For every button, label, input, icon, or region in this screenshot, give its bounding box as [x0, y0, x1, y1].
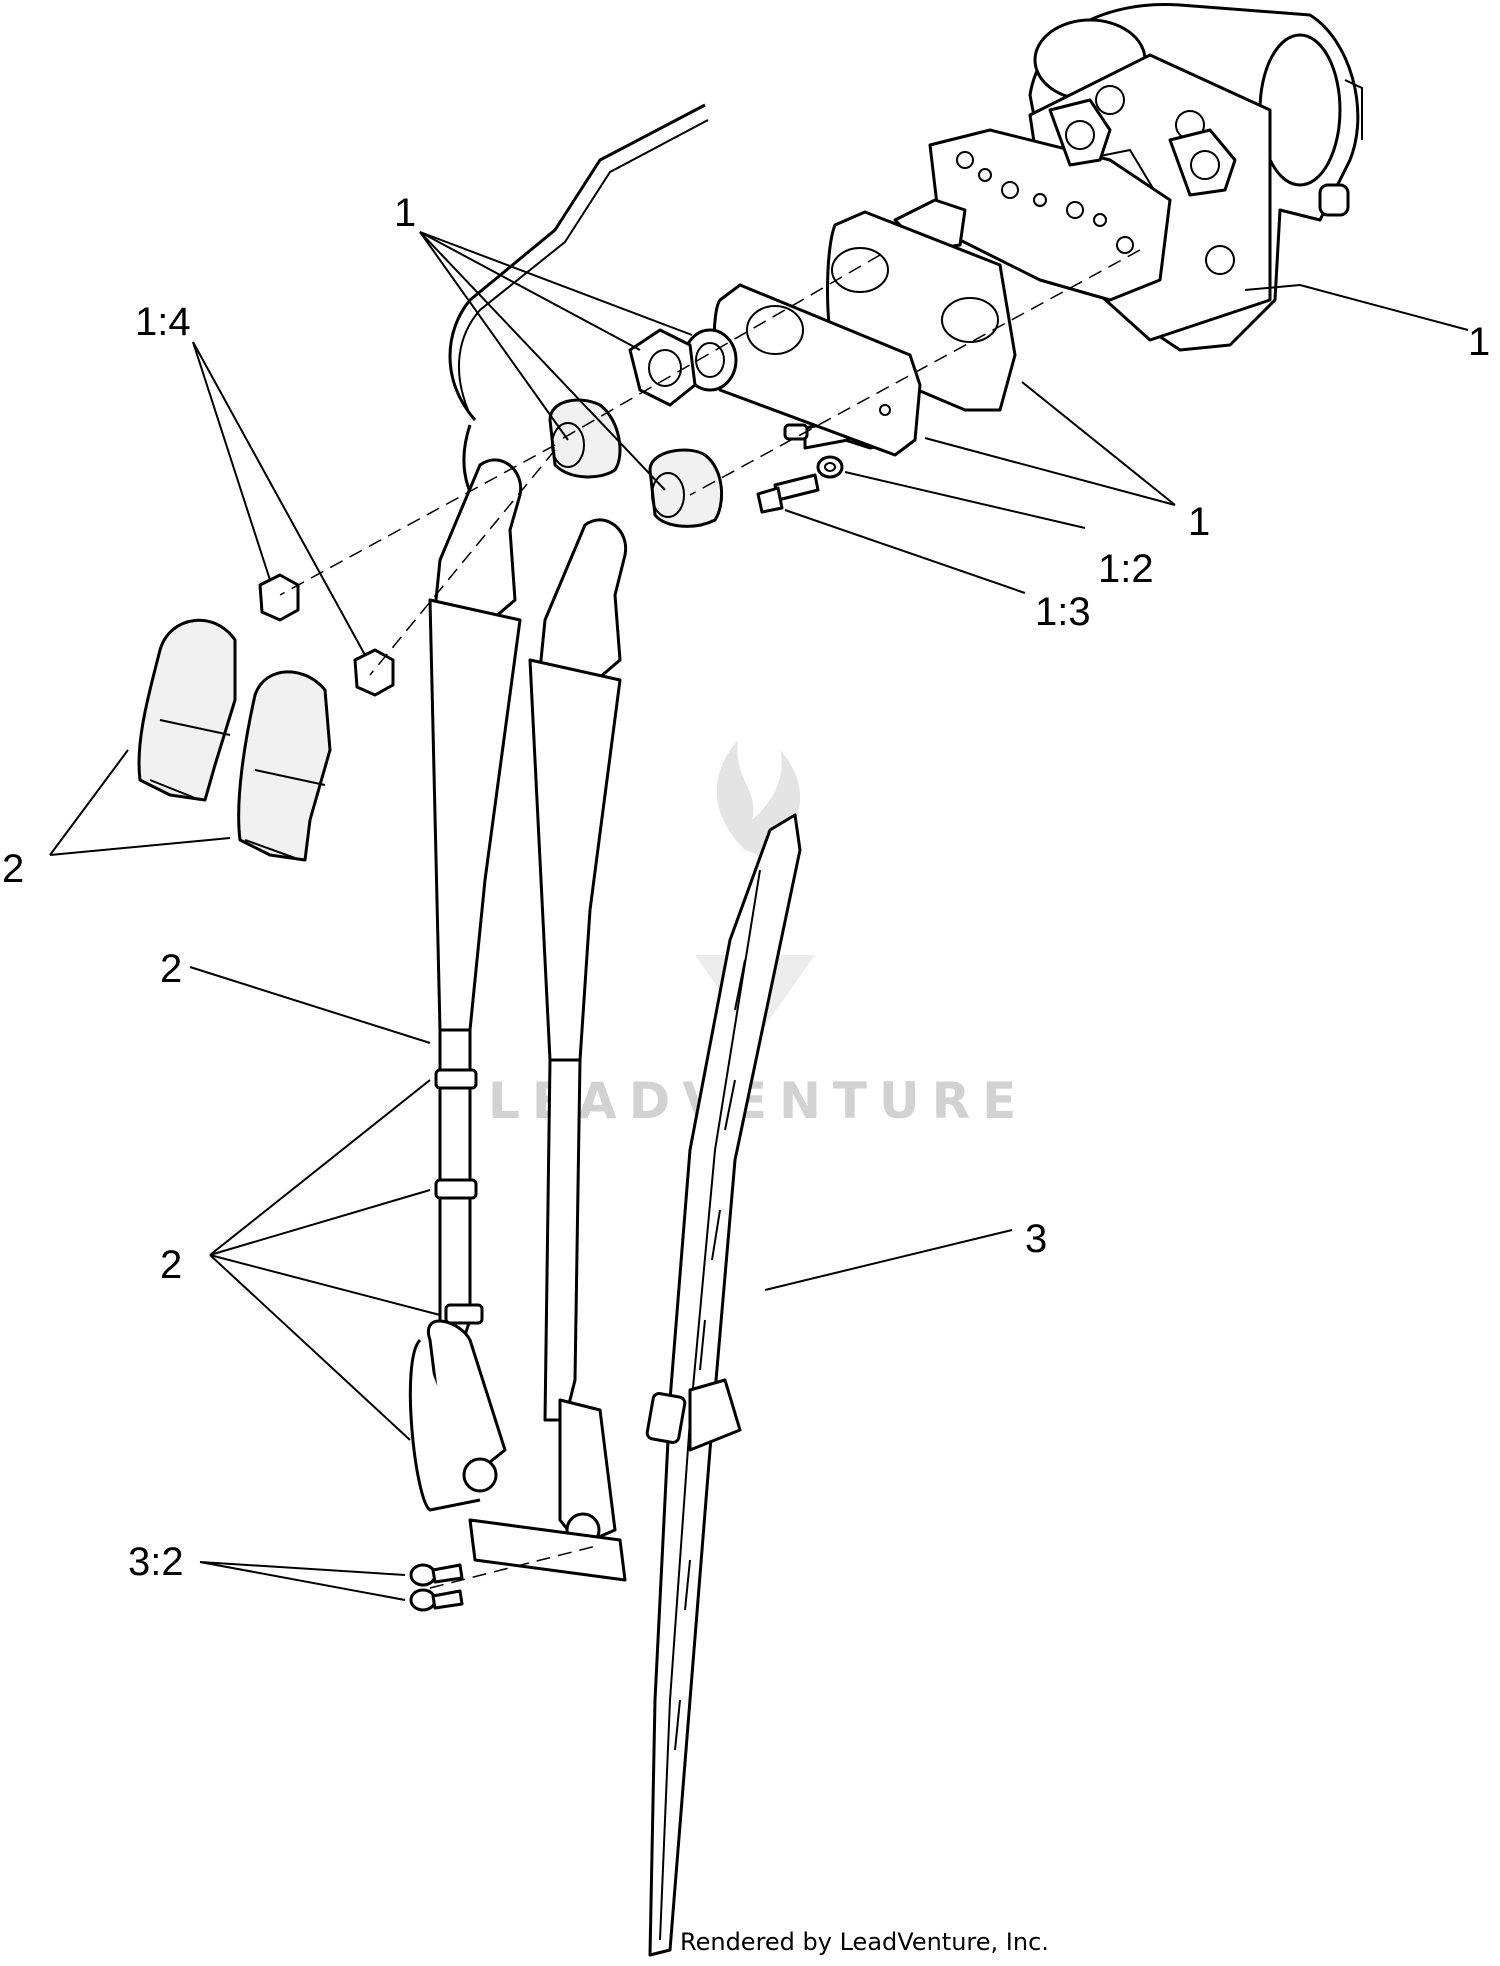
wiper-arms: [408, 458, 628, 1582]
callout-1-2: 1:2: [1098, 547, 1154, 591]
callout-1-motor: 1: [1468, 320, 1490, 364]
hardware-stack: [548, 328, 738, 528]
mounting-plates: [712, 210, 1017, 457]
arm-caps: [137, 618, 332, 862]
callout-2-caps: 2: [2, 847, 24, 891]
arm-nut-2: [353, 648, 395, 697]
callout-labels: 1 1 1 1:2 1:3 1:4 2 2 2 3 3:2: [2, 191, 1490, 1584]
callout-1-4: 1:4: [135, 300, 191, 344]
callout-3-2: 3:2: [128, 1540, 184, 1584]
callout-1-3: 1:3: [1035, 590, 1091, 634]
motor-bracket: [928, 98, 1237, 302]
arm-nut-1: [258, 573, 300, 622]
callout-2-clips: 2: [160, 1243, 182, 1287]
leader-lines: [49, 231, 1469, 1601]
callout-1-top: 1: [394, 191, 416, 235]
callout-1-plate: 1: [1188, 500, 1210, 544]
bolt-and-washer: [756, 455, 844, 514]
render-credit: Rendered by LeadVenture, Inc.: [680, 1928, 1049, 1956]
callout-3: 3: [1025, 1217, 1047, 1261]
callout-2-arm: 2: [160, 947, 182, 991]
wiper-blade: [645, 813, 802, 1957]
screws: [409, 1563, 464, 1612]
